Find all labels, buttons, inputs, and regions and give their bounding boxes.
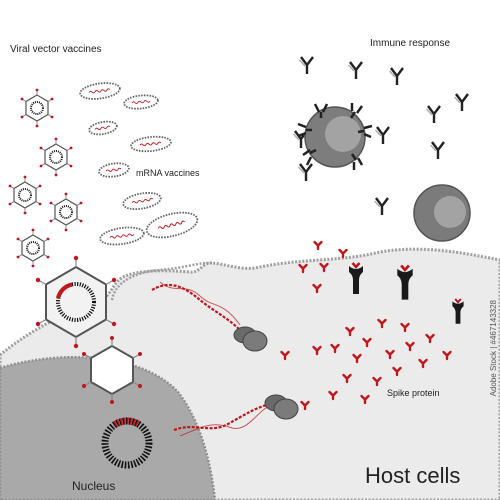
dna-ring <box>101 417 153 469</box>
mrna-vaccines-label: mRNA vaccines <box>136 168 200 178</box>
viral-vector-particle <box>16 228 50 268</box>
host-cells-label: Host cells <box>365 463 461 488</box>
viral-vector-particle <box>20 88 54 128</box>
mrna-nanoparticle <box>130 135 172 153</box>
mrna-strand <box>173 402 271 437</box>
ribosome <box>233 326 268 352</box>
viral-vector-particle <box>39 137 73 177</box>
mrna-nanoparticle <box>98 162 130 178</box>
viral-vector-particle <box>8 175 42 215</box>
mrna-nanoparticle <box>79 82 121 100</box>
viral-vector-particle <box>49 192 83 232</box>
t-cell <box>413 184 471 242</box>
nucleus <box>0 355 217 500</box>
nucleus-label: Nucleus <box>72 479 116 493</box>
empty-capsid <box>82 336 142 404</box>
mrna-nanoparticle <box>123 94 159 110</box>
spike-protein-label: Spike protein <box>387 388 440 398</box>
viral-vector-vaccines-label: Viral vector vaccines <box>10 44 102 55</box>
mrna-strand <box>151 281 241 331</box>
viral-vector-entering <box>35 255 117 349</box>
mrna-nanoparticle <box>122 192 162 210</box>
stock-watermark: Adobe Stock | #467143328 <box>489 300 498 397</box>
membrane-protrusion <box>110 261 213 301</box>
b-cell <box>297 103 373 170</box>
immune-response-label: Immune response <box>370 38 451 49</box>
mrna-nanoparticle <box>99 226 145 246</box>
mrna-nanoparticle <box>145 211 199 239</box>
mrna-nanoparticle <box>88 120 118 136</box>
ribosome <box>264 394 299 420</box>
